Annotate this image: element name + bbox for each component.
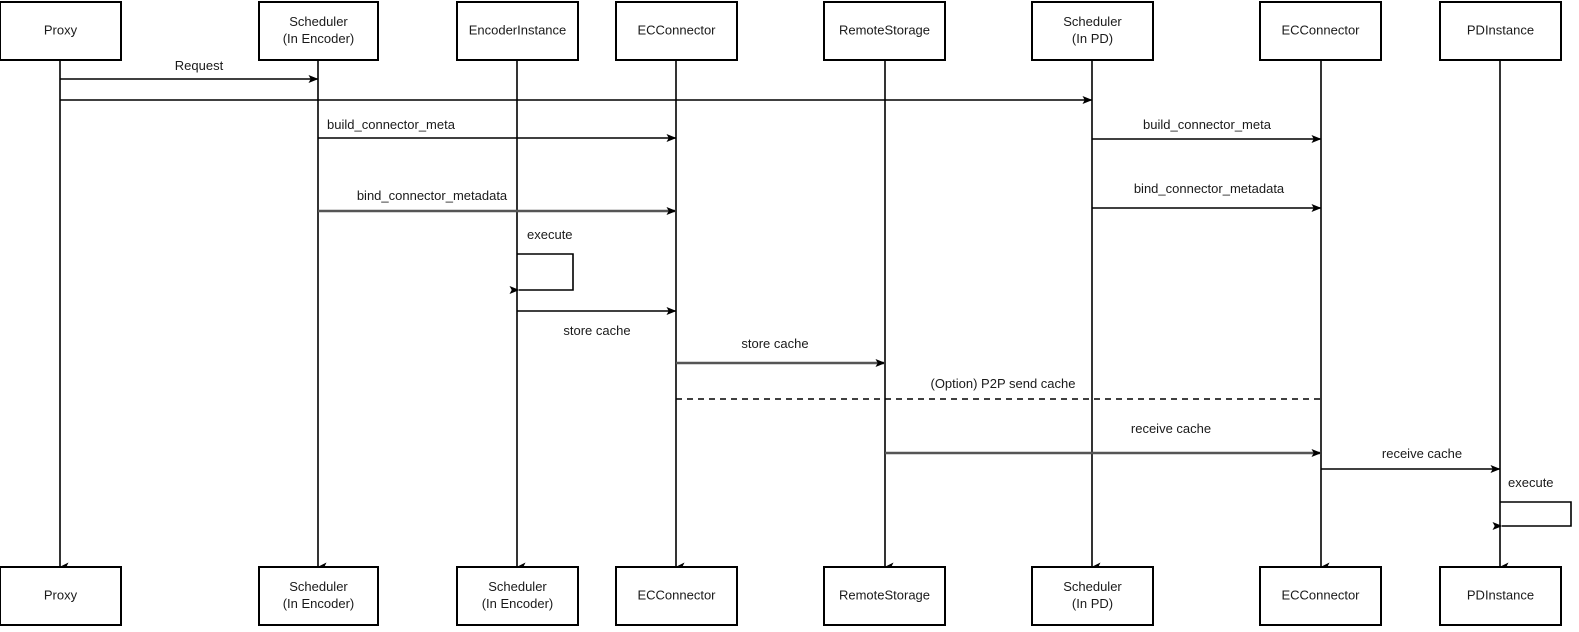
participant-label: Scheduler(In Encoder) — [283, 579, 355, 611]
participant-box-top-ecconnector-pd[interactable]: ECConnector — [1259, 1, 1382, 61]
participant-label: Scheduler(In PD) — [1063, 14, 1122, 46]
participant-label: Scheduler(In Encoder) — [482, 579, 554, 611]
message-label: build_connector_meta — [1143, 117, 1272, 132]
participant-box-top-ecconnector-encoder[interactable]: ECConnector — [615, 1, 738, 61]
participant-box-bottom-scheduler-pd[interactable]: Scheduler(In PD) — [1031, 566, 1154, 626]
message-label: store cache — [563, 323, 630, 338]
message-label: (Option) P2P send cache — [930, 376, 1075, 391]
participant-box-top-pd-instance[interactable]: PDInstance — [1439, 1, 1562, 61]
self-loop-path — [1492, 501, 1572, 530]
participant-label: Proxy — [44, 22, 78, 37]
box-outline — [1031, 566, 1154, 626]
participant-label: PDInstance — [1467, 22, 1534, 37]
message-store-cache-remote[interactable]: store cache — [676, 336, 886, 367]
box-outline — [258, 566, 379, 626]
box-outline — [0, 1, 122, 61]
message-label: receive cache — [1382, 446, 1462, 461]
bottom-participant-boxes: Proxy Scheduler(In Encoder) Scheduler(In E… — [0, 566, 1562, 626]
participant-label: ECConnector — [637, 22, 716, 37]
participant-label: Proxy — [44, 587, 78, 602]
message-label: store cache — [741, 336, 808, 351]
box-outline — [823, 566, 946, 626]
box-outline — [456, 566, 579, 626]
participant-label: ECConnector — [637, 587, 716, 602]
participant-box-top-scheduler-pd[interactable]: Scheduler(In PD) — [1031, 1, 1154, 61]
message-store-cache-encoder[interactable]: store cache — [517, 307, 677, 338]
participant-box-top-encoder-instance[interactable]: EncoderInstance — [456, 1, 579, 61]
box-outline — [823, 1, 946, 61]
participant-box-bottom-ecconnector-encoder[interactable]: ECConnector — [615, 566, 738, 626]
participant-label: EncoderInstance — [469, 22, 567, 37]
box-outline — [615, 566, 738, 626]
participant-label: PDInstance — [1467, 587, 1534, 602]
participant-label: Scheduler(In PD) — [1063, 579, 1122, 611]
self-loop-execute-encoder[interactable]: execute — [509, 227, 574, 294]
message-label: build_connector_meta — [327, 117, 456, 132]
box-outline — [1259, 1, 1382, 61]
message-build-connector-meta-pd[interactable]: build_connector_meta — [1092, 117, 1322, 143]
message-p2p-send-cache[interactable]: (Option) P2P send cache — [676, 376, 1321, 400]
message-request[interactable]: Request — [60, 58, 319, 83]
messages-layer: Request build_connector_meta build_connect… — [60, 58, 1501, 473]
participant-box-top-proxy[interactable]: Proxy — [0, 1, 122, 61]
self-loops-layer: execute execute — [509, 227, 1572, 530]
message-bind-connector-metadata-encoder[interactable]: bind_connector_metadata — [318, 188, 677, 215]
participant-box-bottom-pd-instance[interactable]: PDInstance — [1439, 566, 1562, 626]
box-outline — [258, 1, 379, 61]
participant-box-bottom-remote-storage[interactable]: RemoteStorage — [823, 566, 946, 626]
box-outline — [1439, 566, 1562, 626]
box-outline — [1439, 1, 1562, 61]
box-outline — [615, 1, 738, 61]
participant-label: RemoteStorage — [839, 22, 930, 37]
participant-box-bottom-encoder-instance[interactable]: Scheduler(In Encoder) — [456, 566, 579, 626]
box-outline — [0, 566, 122, 626]
message-receive-cache-instance[interactable]: receive cache — [1321, 446, 1501, 473]
participant-box-top-scheduler-encoder[interactable]: Scheduler(In Encoder) — [258, 1, 379, 61]
message-label: receive cache — [1131, 421, 1211, 436]
participant-label: Scheduler(In Encoder) — [283, 14, 355, 46]
self-loop-execute-pd[interactable]: execute — [1492, 475, 1572, 530]
box-outline — [1031, 1, 1154, 61]
message-bind-connector-metadata-pd[interactable]: bind_connector_metadata — [1092, 181, 1322, 212]
participant-label: ECConnector — [1281, 22, 1360, 37]
box-outline — [1259, 566, 1382, 626]
self-loop-label: execute — [1508, 475, 1554, 490]
participant-box-bottom-scheduler-encoder[interactable]: Scheduler(In Encoder) — [258, 566, 379, 626]
message-label: bind_connector_metadata — [1134, 181, 1285, 196]
participant-box-bottom-proxy[interactable]: Proxy — [0, 566, 122, 626]
self-loop-label: execute — [527, 227, 573, 242]
participant-box-top-remote-storage[interactable]: RemoteStorage — [823, 1, 946, 61]
participant-box-bottom-ecconnector-pd[interactable]: ECConnector — [1259, 566, 1382, 626]
self-loop-path — [509, 253, 574, 294]
participant-label: RemoteStorage — [839, 587, 930, 602]
message-label: Request — [175, 58, 224, 73]
message-receive-cache-pd[interactable]: receive cache — [885, 421, 1322, 457]
message-label: bind_connector_metadata — [357, 188, 508, 203]
participant-label: ECConnector — [1281, 587, 1360, 602]
box-outline — [456, 1, 579, 61]
lifelines-layer — [59, 60, 1509, 572]
top-participant-boxes: Proxy Scheduler(In Encoder) EncoderInstanc… — [0, 1, 1562, 61]
message-build-connector-meta-encoder[interactable]: build_connector_meta — [318, 117, 677, 142]
